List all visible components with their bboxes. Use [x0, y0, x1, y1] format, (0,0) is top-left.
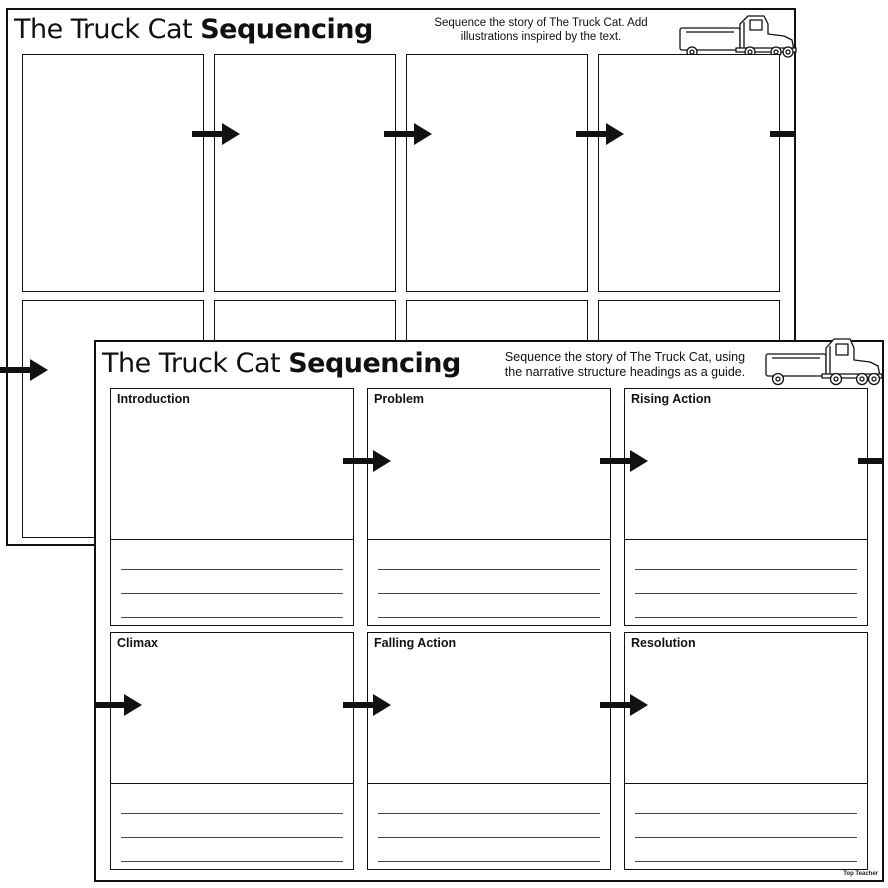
- truck-icon: [679, 15, 797, 58]
- panel-heading: Falling Action: [374, 636, 457, 650]
- arrow-stub-icon: [858, 458, 882, 464]
- panel-falling-action: Falling Action: [367, 632, 611, 870]
- title-bold-part: Sequencing: [200, 14, 373, 45]
- writing-line: [121, 569, 343, 570]
- arrow-right-icon: [343, 450, 391, 472]
- arrow-right-icon: [576, 123, 624, 145]
- arrow-right-icon: [94, 694, 142, 716]
- back-worksheet-title: The Truck Cat Sequencing: [14, 14, 373, 45]
- front-worksheet-title: The Truck Cat Sequencing: [102, 348, 461, 379]
- writing-line: [121, 617, 343, 618]
- instructions-line-2: illustrations inspired by the text.: [460, 31, 622, 43]
- writing-line: [635, 813, 857, 814]
- panel-problem: Problem: [367, 388, 611, 626]
- writing-line: [635, 617, 857, 618]
- title-light-part: The Truck Cat: [14, 14, 193, 45]
- panel-heading: Rising Action: [631, 392, 712, 406]
- arrow-right-icon: [343, 694, 391, 716]
- title-light-part: The Truck Cat: [102, 348, 281, 379]
- panel-divider: [111, 783, 353, 784]
- panel-climax: Climax: [110, 632, 354, 870]
- panel-heading: Climax: [117, 636, 158, 650]
- panel-divider: [625, 783, 867, 784]
- truck-icon: [765, 338, 883, 386]
- arrow-right-icon: [600, 450, 648, 472]
- back-worksheet-instructions: Sequence the story of The Truck Cat. Add…: [406, 16, 676, 44]
- writing-line: [378, 593, 600, 594]
- story-box: [214, 54, 396, 292]
- panel-heading: Introduction: [117, 392, 190, 406]
- panel-heading: Resolution: [631, 636, 696, 650]
- instructions-line-1: Sequence the story of The Truck Cat. Add: [434, 17, 648, 29]
- panel-divider: [368, 539, 610, 540]
- arrow-right-icon: [0, 359, 48, 381]
- writing-line: [121, 837, 343, 838]
- arrow-stub-icon: [770, 131, 794, 137]
- front-worksheet: The Truck Cat Sequencing Sequence the st…: [94, 338, 884, 882]
- panel-divider: [368, 783, 610, 784]
- writing-line: [378, 813, 600, 814]
- writing-line: [121, 813, 343, 814]
- writing-line: [635, 837, 857, 838]
- story-box: [22, 54, 204, 292]
- panel-heading: Problem: [374, 392, 425, 406]
- front-worksheet-instructions: Sequence the story of The Truck Cat, usi…: [486, 350, 764, 380]
- panel-divider: [111, 539, 353, 540]
- story-box: [406, 54, 588, 292]
- brand-logo-text: Top Teacher: [843, 871, 878, 877]
- story-box: [598, 54, 780, 292]
- panel-resolution: Resolution: [624, 632, 868, 870]
- writing-line: [121, 861, 343, 862]
- panel-rising-action: Rising Action: [624, 388, 868, 626]
- panel-divider: [625, 539, 867, 540]
- writing-line: [378, 861, 600, 862]
- title-bold-part: Sequencing: [288, 348, 461, 379]
- arrow-right-icon: [384, 123, 432, 145]
- arrow-right-icon: [192, 123, 240, 145]
- panel-introduction: Introduction: [110, 388, 354, 626]
- writing-line: [121, 593, 343, 594]
- instructions-line-1: Sequence the story of The Truck Cat, usi…: [504, 350, 746, 364]
- writing-line: [635, 569, 857, 570]
- writing-line: [378, 617, 600, 618]
- writing-line: [378, 569, 600, 570]
- writing-line: [635, 593, 857, 594]
- instructions-line-2: the narrative structure headings as a gu…: [504, 365, 746, 379]
- arrow-right-icon: [600, 694, 648, 716]
- writing-line: [378, 837, 600, 838]
- writing-line: [635, 861, 857, 862]
